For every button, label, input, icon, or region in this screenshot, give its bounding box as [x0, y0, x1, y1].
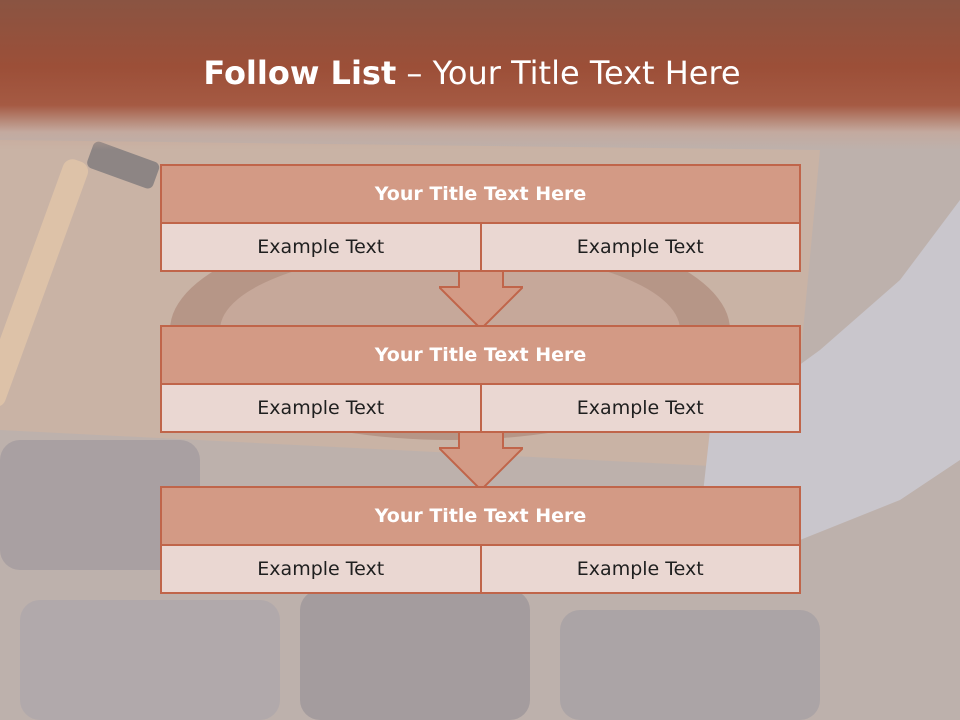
block-title: Your Title Text Here [162, 166, 799, 224]
list-block-1: Your Title Text Here Example Text Exampl… [160, 164, 801, 272]
block-row: Example Text Example Text [162, 546, 799, 592]
block-right-text: Example Text [479, 224, 800, 270]
slide-title: Follow List – Your Title Text Here [0, 54, 944, 92]
block-left-text: Example Text [257, 397, 385, 419]
block-right-text: Example Text [479, 546, 800, 592]
block-right-text: Example Text [479, 385, 800, 431]
block-row: Example Text Example Text [162, 224, 799, 270]
block-left-text: Example Text [257, 236, 385, 258]
list-block-2: Your Title Text Here Example Text Exampl… [160, 325, 801, 433]
down-arrow-icon [439, 432, 523, 492]
list-block-3: Your Title Text Here Example Text Exampl… [160, 486, 801, 594]
block-row: Example Text Example Text [162, 385, 799, 431]
down-arrow-icon [439, 271, 523, 331]
block-left-text: Example Text [257, 558, 385, 580]
slide-title-rest: – Your Title Text Here [406, 54, 741, 92]
title-bar [0, 0, 960, 150]
block-title: Your Title Text Here [162, 327, 799, 385]
slide-title-bold: Follow List [203, 54, 397, 92]
block-title: Your Title Text Here [162, 488, 799, 546]
